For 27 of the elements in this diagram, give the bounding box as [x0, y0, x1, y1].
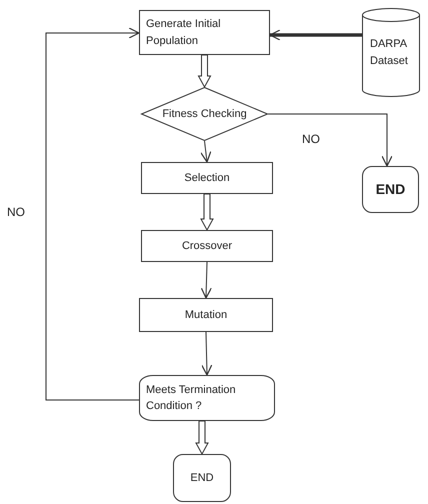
terminal-box	[362, 166, 419, 213]
arrow	[200, 140, 212, 163]
hollow-arrow	[198, 54, 212, 88]
process-box	[139, 298, 273, 332]
process-box	[141, 162, 273, 194]
process-box	[139, 10, 270, 55]
arrow	[46, 27, 140, 400]
decision-box	[139, 375, 275, 421]
node-label: Mutation	[184, 308, 228, 323]
hollow-arrow	[195, 420, 209, 456]
node-label: Crossover	[182, 238, 232, 254]
node-label: DARPA Dataset	[370, 37, 409, 68]
arrow	[201, 332, 212, 376]
edge-label: NO	[301, 132, 321, 146]
node-label: END	[376, 180, 406, 199]
node-label: Selection	[184, 170, 230, 186]
hollow-arrow	[200, 194, 214, 232]
edge-label: NO	[6, 205, 26, 219]
arrow	[269, 29, 362, 41]
arrow	[268, 114, 393, 167]
node-label: Generate Initial Population	[146, 17, 222, 48]
node-label: END	[190, 470, 214, 486]
arrow	[200, 262, 212, 299]
process-box	[141, 230, 273, 262]
terminal-box	[173, 454, 231, 502]
node-label: Fitness Checking	[162, 106, 247, 122]
node-label: Meets Termination Condition ?	[146, 382, 237, 414]
